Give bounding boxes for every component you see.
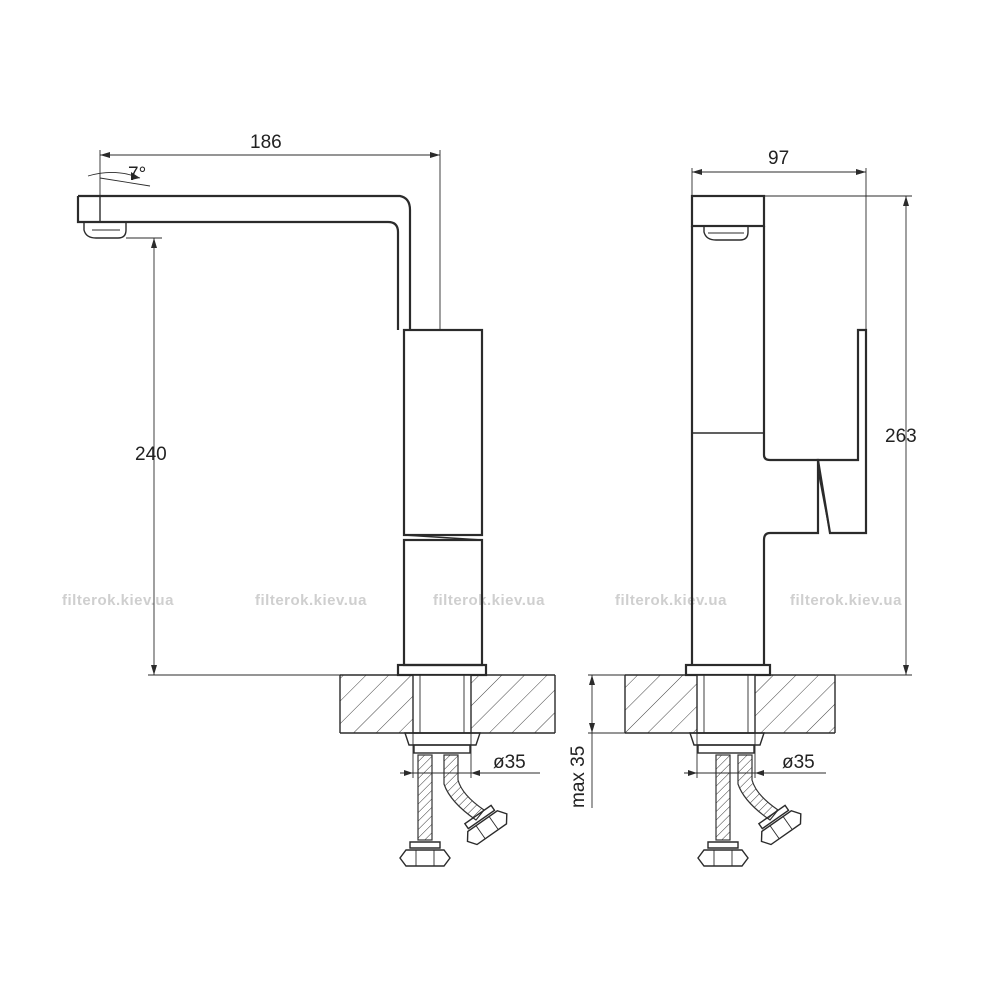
body-width-label: 97 xyxy=(768,148,789,169)
aerator xyxy=(83,222,127,239)
mounting-nut xyxy=(404,732,481,746)
watermark-text: filterok.kiev.ua xyxy=(255,592,367,609)
mounting-nut xyxy=(689,732,765,746)
side-view: 186 7° 240 ø35 xyxy=(76,132,556,867)
hose-nut xyxy=(399,849,451,867)
max-thickness-label: max 35 xyxy=(568,746,589,808)
total-height-label: 263 xyxy=(885,426,917,447)
hose-nut xyxy=(760,809,802,846)
watermarks: filterok.kiev.ua filterok.kiev.ua filter… xyxy=(62,592,902,609)
spout-angle-label: 7° xyxy=(128,164,146,185)
watermark-text: filterok.kiev.ua xyxy=(433,592,545,609)
supply-hose xyxy=(417,754,433,841)
hose-nut xyxy=(466,809,508,846)
spout-head xyxy=(690,194,766,228)
main-body xyxy=(690,226,820,665)
watermark-text: filterok.kiev.ua xyxy=(615,592,727,609)
supply-hose xyxy=(715,754,731,841)
watermark-text: filterok.kiev.ua xyxy=(790,592,902,609)
hole-diameter-label: ø35 xyxy=(493,752,526,773)
supply-hose xyxy=(443,754,485,821)
outlet-height-label: 240 xyxy=(135,444,167,465)
lever-body xyxy=(402,328,484,537)
watermark-text: filterok.kiev.ua xyxy=(62,592,174,609)
hose-nut xyxy=(697,849,749,867)
front-view: 97 263 max 35 ø35 xyxy=(568,148,917,867)
supply-hose xyxy=(737,754,779,821)
base-plate xyxy=(684,663,772,677)
spout-outline xyxy=(76,194,412,330)
aerator xyxy=(703,226,749,241)
hole-diameter-label: ø35 xyxy=(782,752,815,773)
lever xyxy=(816,328,868,535)
spout-reach-label: 186 xyxy=(250,132,282,153)
base-plate xyxy=(396,663,488,677)
